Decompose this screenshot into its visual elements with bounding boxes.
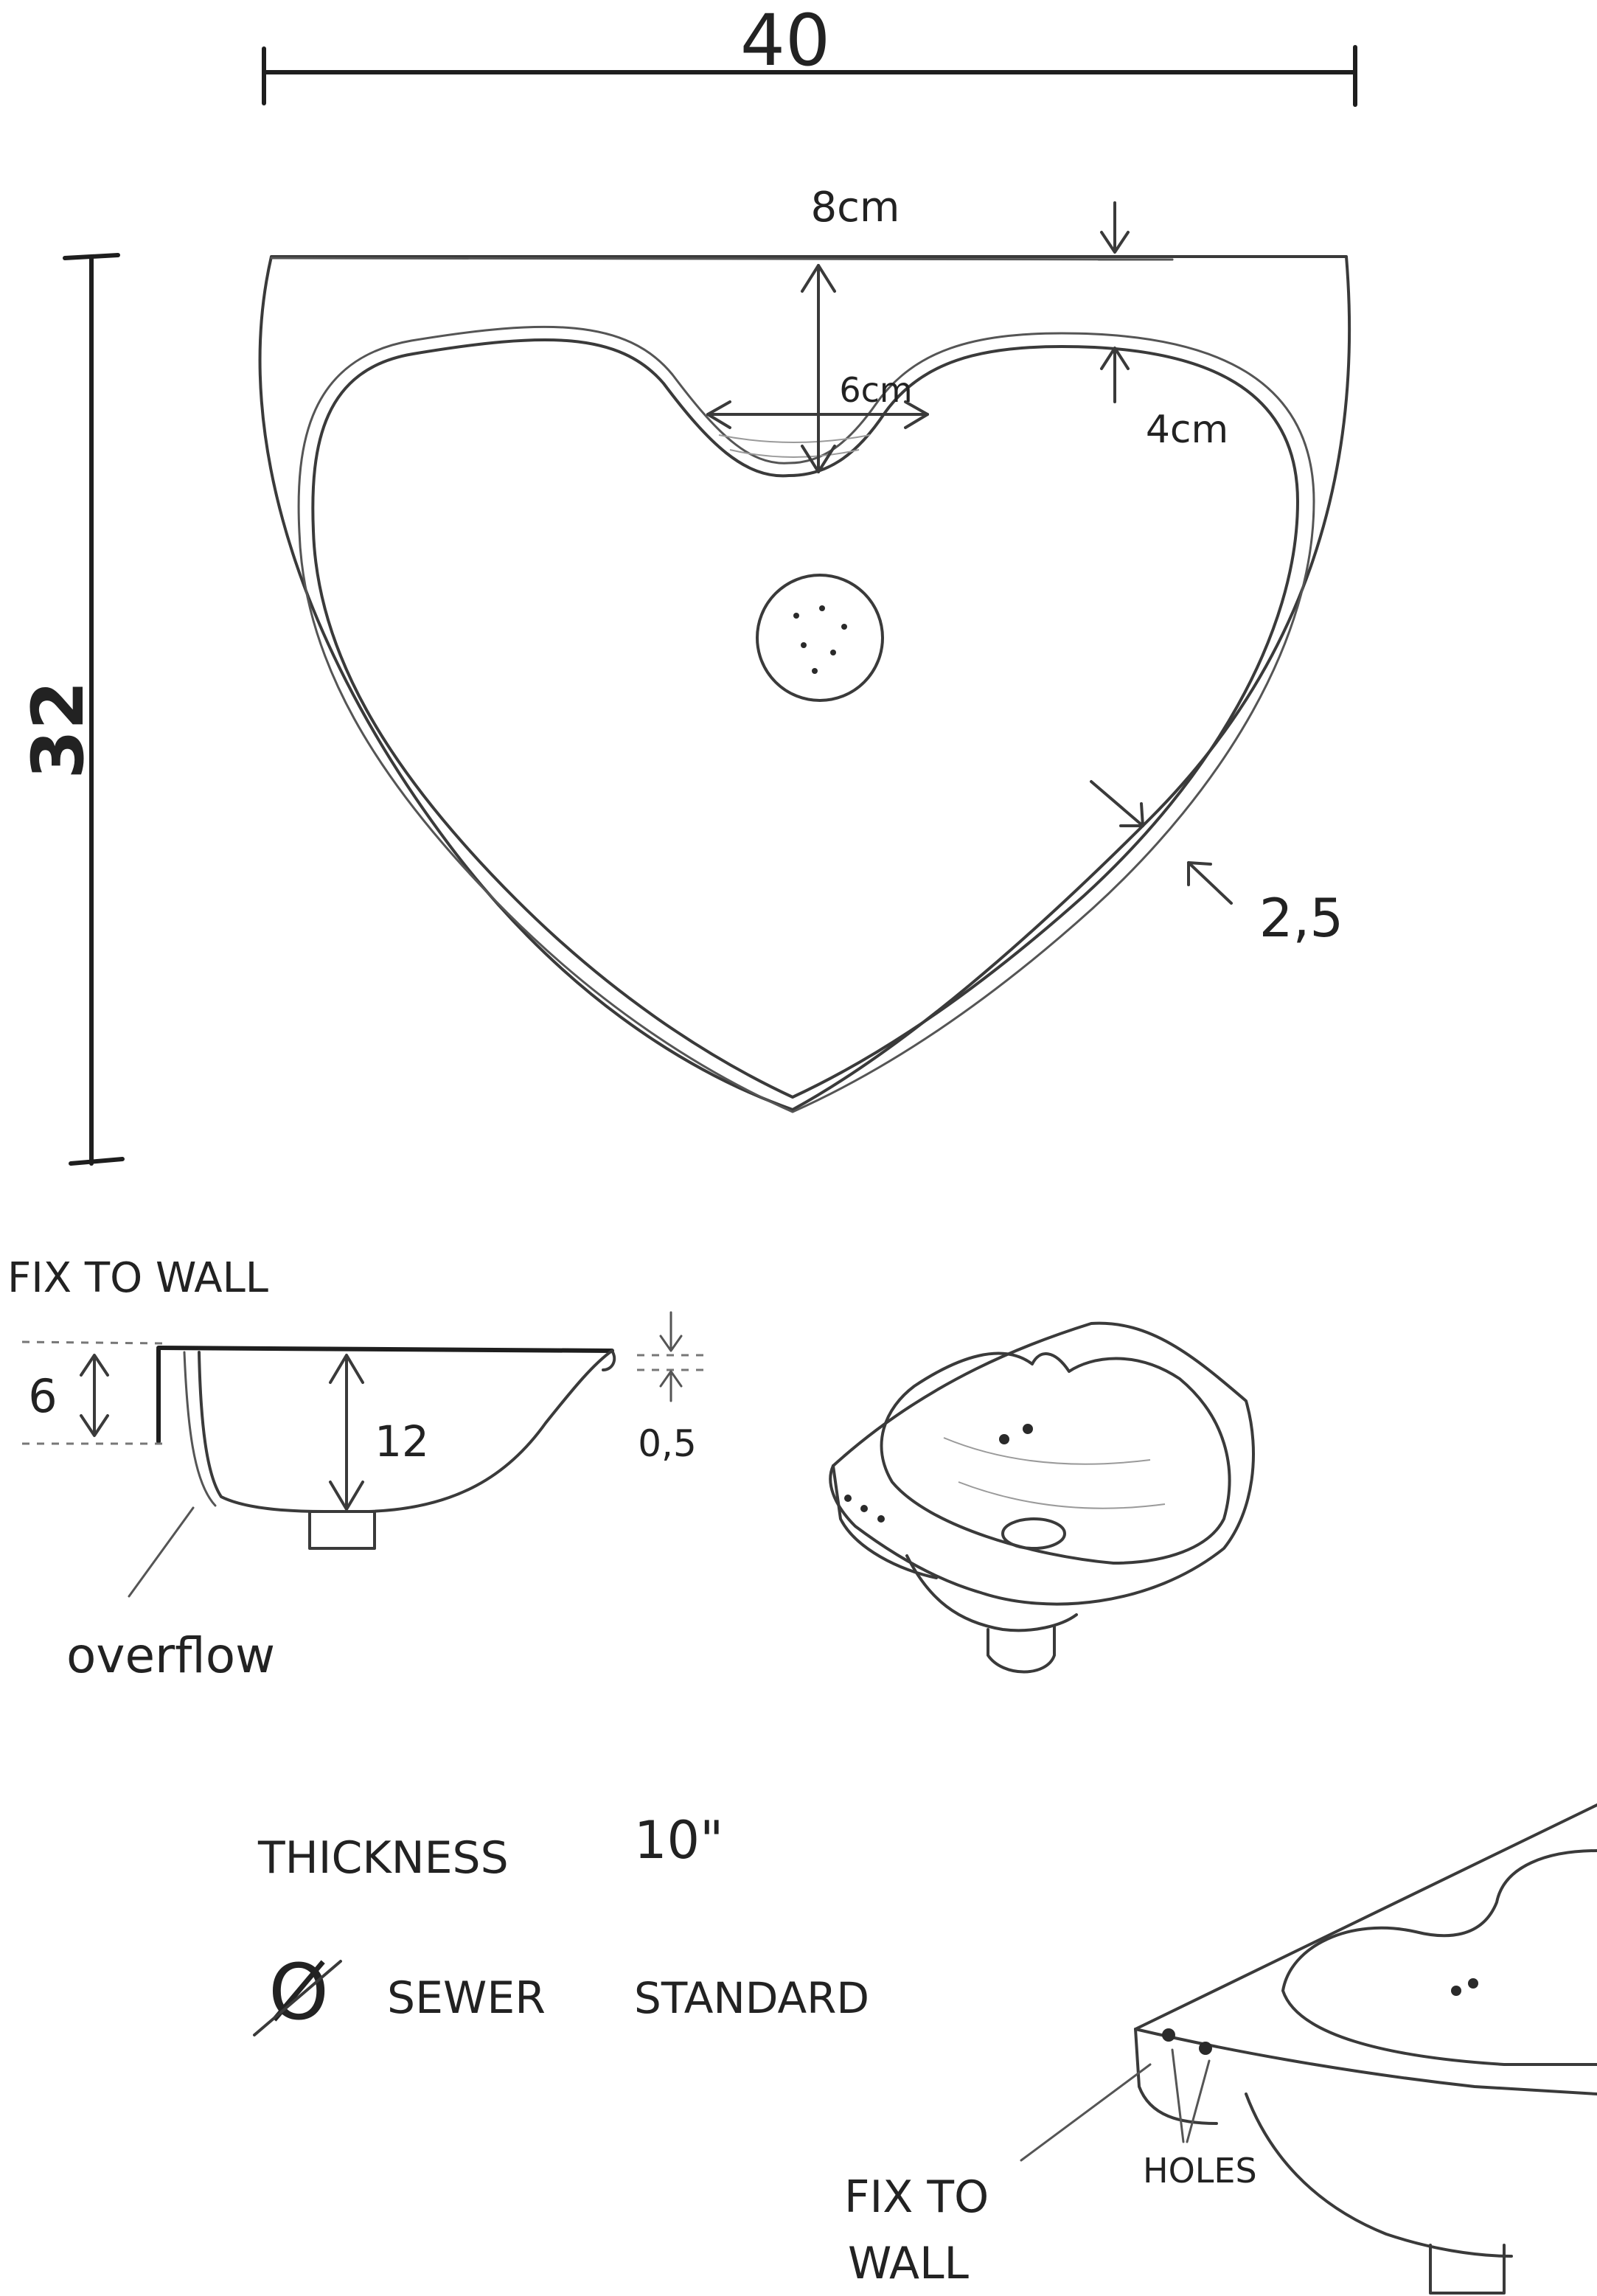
rim-width-label: 2,5 bbox=[1259, 887, 1344, 949]
top-view: 40 32 8cm 6cm bbox=[17, 0, 1357, 1166]
height-dimension: 32 bbox=[17, 253, 125, 1166]
sink-outer-rim bbox=[258, 255, 1351, 1111]
bowl-depth-dimension: 12 bbox=[329, 1354, 429, 1511]
specs-notes: THICKNESS 10" Ø SEWER STANDARD bbox=[253, 1810, 869, 2037]
notch-width-label: 6cm bbox=[839, 370, 912, 410]
width-dimension: 40 bbox=[262, 0, 1357, 107]
notch-width-dimension: 6cm bbox=[706, 370, 929, 429]
rim-thickness-label: 0,5 bbox=[638, 1422, 697, 1465]
standard-label: STANDARD bbox=[634, 1973, 869, 2023]
fix-to-wall-line2: WALL bbox=[848, 2238, 970, 2289]
rim-thickness-dimension: 0,5 bbox=[638, 1311, 697, 1465]
top-gap-label: 8cm bbox=[811, 184, 900, 232]
sewer-label: SEWER bbox=[387, 1972, 546, 2024]
rim-offset-dimension: 4cm bbox=[1100, 347, 1228, 452]
overflow-label: overflow bbox=[66, 1627, 275, 1684]
height-label: 32 bbox=[17, 681, 100, 779]
diameter-symbol: Ø bbox=[268, 1947, 329, 2037]
rim-offset-label: 4cm bbox=[1146, 408, 1228, 452]
detail-view: HOLES FIX TO WALL bbox=[844, 1803, 1597, 2295]
wall-depth-label: 6 bbox=[28, 1369, 57, 1423]
drain-icon bbox=[756, 574, 884, 702]
fix-to-wall-title: FIX TO WALL bbox=[7, 1254, 268, 1302]
holes-label: HOLES bbox=[1143, 2151, 1257, 2191]
rim-width-dimension: 2,5 bbox=[1090, 780, 1344, 949]
heart-basin-outline bbox=[311, 338, 1299, 1099]
wall-depth-dimension: 6 bbox=[28, 1354, 109, 1437]
bowl-depth-label: 12 bbox=[375, 1416, 429, 1467]
top-gap-dimension: 8cm bbox=[801, 184, 900, 473]
thickness-label: THICKNESS bbox=[257, 1832, 509, 1884]
side-view: FIX TO WALL 6 12 bbox=[7, 1254, 708, 1684]
width-label: 40 bbox=[740, 0, 830, 82]
rim-marker-arrow bbox=[1097, 201, 1174, 261]
perspective-view bbox=[829, 1321, 1255, 1674]
fix-to-wall-line1: FIX TO bbox=[844, 2171, 989, 2223]
thickness-value: 10" bbox=[634, 1810, 723, 1871]
